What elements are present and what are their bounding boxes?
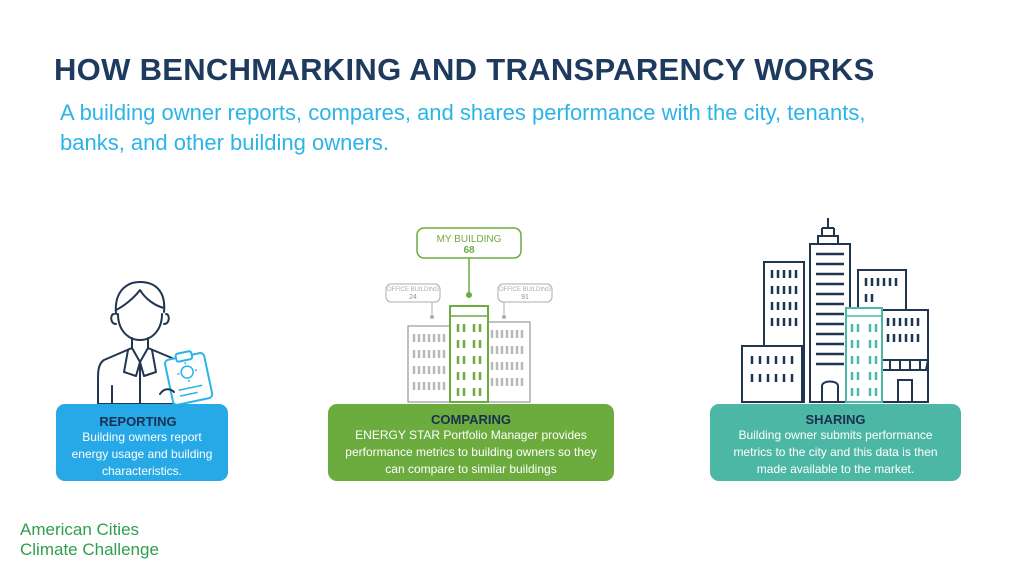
comparing-body: ENERGY STAR Portfolio Manager provides p…: [345, 428, 597, 476]
page-subtitle: A building owner reports, compares, and …: [60, 100, 866, 155]
logo-line-2: Climate Challenge: [20, 540, 159, 559]
sharing-title: SHARING: [805, 412, 866, 427]
sharing-body: Building owner submits performance metri…: [733, 428, 938, 476]
page-title: HOW BENCHMARKING AND TRANSPARENCY WORKS: [54, 52, 875, 87]
my-building-label: MY BUILDING: [437, 234, 502, 245]
office-building-left-label: OFFICE BUILDING: [387, 287, 439, 293]
sharing-card: SHARING Building owner submits performan…: [710, 404, 961, 481]
office-building-left-score: 24: [409, 294, 417, 301]
reporting-title: REPORTING: [99, 414, 177, 429]
reporting-body: Building owners report energy usage and …: [71, 430, 213, 478]
office-building-right-label: OFFICE BUILDING: [499, 287, 551, 293]
office-building-right-score: 91: [521, 294, 529, 301]
comparing-card: COMPARING ENERGY STAR Portfolio Manager …: [328, 404, 614, 481]
american-cities-logo: American Cities Climate Challenge: [20, 520, 159, 560]
my-building-score: 68: [463, 245, 475, 256]
building-comparison-illustration: MY BUILDING 68 OFFICE BUILDING 24 OFFICE…: [385, 227, 553, 403]
reporting-card: REPORTING Building owners report energy …: [56, 404, 228, 481]
comparing-title: COMPARING: [431, 412, 511, 427]
city-skyline-icon: [741, 218, 930, 403]
person-with-clipboard-icon: [97, 281, 214, 406]
logo-line-1: American Cities: [20, 520, 140, 539]
